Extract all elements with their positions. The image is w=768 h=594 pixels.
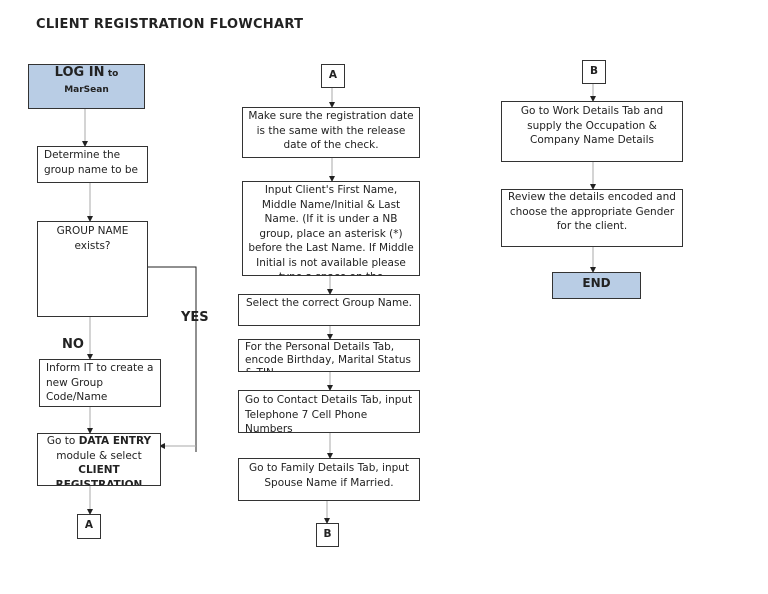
determine-group-box: Determine the group name to be — [37, 146, 148, 183]
step-contact-details: Go to Contact Details Tab, input Telepho… — [238, 390, 420, 433]
step-select-group: Select the correct Group Name. — [238, 294, 420, 326]
step-input-name: Input Client's First Name, Middle Name/I… — [242, 181, 420, 276]
login-terminal: LOG IN to MarSean — [28, 64, 145, 109]
no-label: NO — [62, 337, 84, 352]
step-personal-details: For the Personal Details Tab, encode Bir… — [238, 339, 420, 372]
data-entry-pre: Go to — [46, 435, 79, 447]
client-registration: CLIENT REGISTRATION — [55, 464, 143, 486]
step-registration-date: Make sure the registration date is the s… — [242, 107, 420, 158]
connector-a-top: A — [321, 64, 345, 88]
connector-a-bottom: A — [77, 514, 101, 539]
login-to: to — [107, 69, 119, 79]
connector-b-top: B — [582, 60, 606, 84]
data-entry-mid: module & select — [56, 449, 142, 462]
login-app: MarSean — [64, 84, 109, 95]
yes-path — [147, 266, 197, 452]
step-review-gender: Review the details encoded and choose th… — [501, 189, 683, 247]
group-name-decision: GROUP NAME exists? — [37, 221, 148, 317]
data-entry-module: DATA ENTRY — [78, 435, 152, 447]
inform-it-box: Inform IT to create a new Group Code/Nam… — [39, 359, 161, 407]
end-terminal: END — [552, 272, 641, 299]
step-family-details: Go to Family Details Tab, input Spouse N… — [238, 458, 420, 501]
login-main: LOG IN — [54, 65, 105, 80]
step-work-details: Go to Work Details Tab and supply the Oc… — [501, 101, 683, 162]
page-title: CLIENT REGISTRATION FLOWCHART — [36, 17, 304, 32]
data-entry-box: Go to DATA ENTRY module & select CLIENT … — [37, 433, 161, 486]
yes-label: YES — [181, 310, 209, 325]
connector-b-bottom: B — [316, 523, 339, 547]
